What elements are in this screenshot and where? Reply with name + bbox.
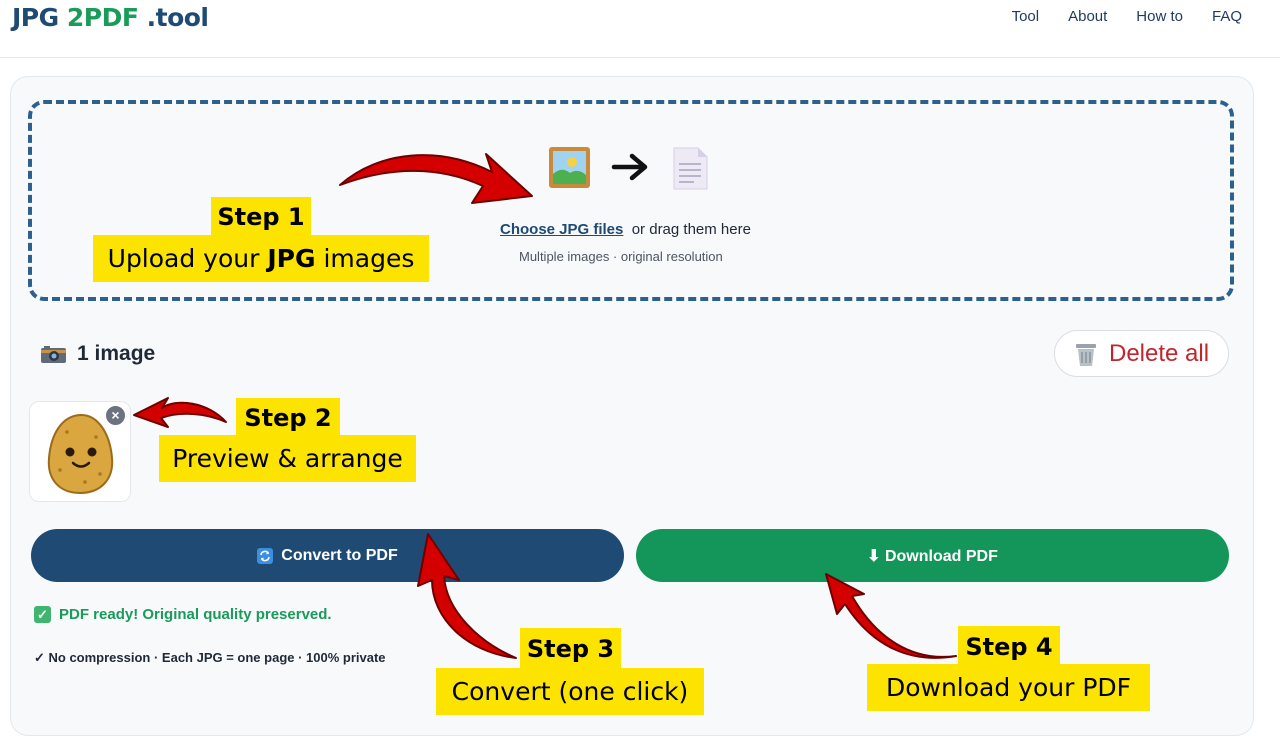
ready-status: ✓ PDF ready! Original quality preserved. — [34, 606, 332, 623]
image-count-label: 1 image — [77, 342, 156, 365]
picture-icon — [549, 147, 590, 188]
step1-title: Step 1 — [211, 197, 311, 237]
camera-icon — [41, 346, 66, 363]
choose-files-link[interactable]: Choose JPG files — [500, 221, 624, 238]
nav-about[interactable]: About — [1068, 8, 1108, 25]
check-icon: ✓ — [34, 606, 51, 623]
delete-all-button[interactable]: Delete all — [1054, 330, 1229, 377]
download-pdf-button[interactable]: ⬇ Download PDF — [636, 529, 1229, 582]
convert-to-pdf-button[interactable]: Convert to PDF — [31, 529, 624, 582]
top-bar: JPG 2PDF .tool Tool About How to FAQ — [0, 0, 1280, 58]
main-nav: Tool About How to FAQ — [1012, 8, 1280, 25]
refresh-icon — [257, 547, 274, 564]
step4-title: Step 4 — [958, 626, 1060, 668]
potato-icon — [47, 413, 114, 495]
step2-title: Step 2 — [236, 398, 340, 438]
nav-tool[interactable]: Tool — [1011, 8, 1040, 25]
upload-hint: Multiple images · original resolution — [519, 249, 723, 264]
step1-text-pre: Upload your — [107, 244, 268, 273]
download-label: ⬇ Download PDF — [867, 547, 998, 565]
remove-image-button[interactable]: × — [104, 404, 127, 427]
step3-title: Step 3 — [520, 628, 621, 670]
feature-note: ✓ No compression · Each JPG = one page ·… — [34, 650, 386, 665]
nav-how-to[interactable]: How to — [1136, 8, 1183, 25]
site-logo[interactable]: JPG 2PDF .tool — [12, 3, 209, 32]
step4-caption: Download your PDF — [867, 664, 1150, 711]
logo-part-tool: .tool — [138, 3, 209, 32]
logo-part-2pdf: 2PDF — [66, 3, 139, 32]
arrow-right-icon — [611, 153, 648, 181]
upload-illustration — [549, 147, 708, 190]
ready-text: PDF ready! Original quality preserved. — [59, 606, 332, 623]
nav-faq[interactable]: FAQ — [1211, 8, 1242, 25]
step1-caption: Upload your JPG images — [93, 235, 429, 282]
step3-caption: Convert (one click) — [436, 668, 704, 715]
step1-text-bold: JPG — [267, 244, 316, 273]
trash-icon — [1076, 343, 1096, 366]
convert-label: Convert to PDF — [281, 546, 398, 564]
image-thumbnail[interactable] — [29, 401, 131, 502]
logo-part-jpg: JPG — [12, 3, 67, 32]
image-count: 1 image — [40, 342, 155, 366]
choose-line: Choose JPG files or drag them here — [500, 221, 751, 238]
delete-all-label: Delete all — [1109, 339, 1210, 367]
document-icon — [673, 147, 708, 190]
step1-text-post: images — [315, 244, 415, 273]
drag-text: or drag them here — [631, 221, 751, 238]
step2-caption: Preview & arrange — [159, 435, 416, 482]
